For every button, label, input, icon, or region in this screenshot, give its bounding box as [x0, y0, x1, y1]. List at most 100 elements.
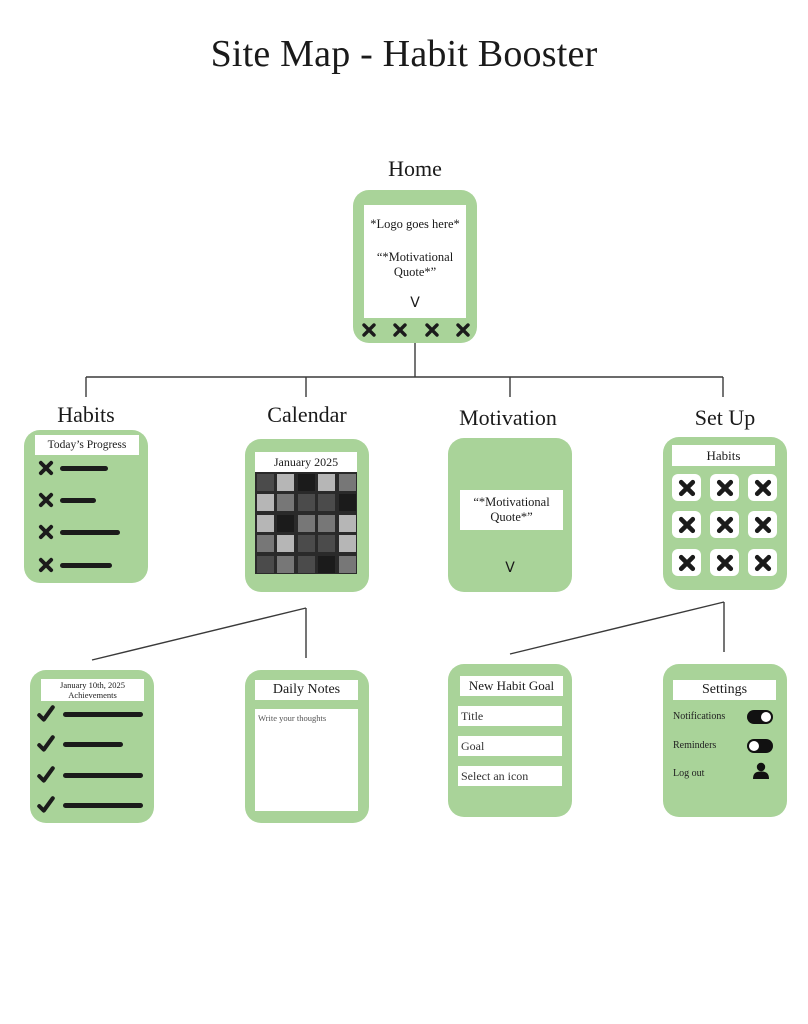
- calendar-day-cell[interactable]: [337, 473, 357, 492]
- new-habit-goal-header: New Habit Goal: [460, 676, 563, 696]
- calendar-grid: [255, 472, 357, 574]
- habit-icon-tile[interactable]: [672, 474, 701, 501]
- screen-settings: Settings Notifications Reminders Log out: [663, 664, 787, 817]
- nav-x-icon[interactable]: [424, 323, 439, 337]
- screen-calendar: January 2025: [245, 439, 369, 592]
- quote-line-1: “*Motivational: [376, 250, 454, 264]
- achievement-bar: [63, 773, 143, 778]
- calendar-day-cell[interactable]: [337, 534, 357, 554]
- habit-icon-tile[interactable]: [710, 549, 739, 576]
- quote-line-1: “*Motivational: [473, 495, 550, 509]
- node-label-motivation: Motivation: [459, 405, 557, 430]
- calendar-day-cell[interactable]: [276, 513, 296, 533]
- calendar-day-cell[interactable]: [337, 554, 357, 574]
- calendar-day-cell[interactable]: [296, 534, 316, 554]
- x-icon: [678, 479, 695, 496]
- screen-home: *Logo goes here* “*Motivational Quote*” …: [353, 190, 477, 343]
- check-icon: [37, 705, 55, 722]
- calendar-day-cell[interactable]: [276, 534, 296, 554]
- notes-textarea[interactable]: Write your thoughts: [255, 709, 358, 811]
- check-icon: [37, 766, 55, 783]
- toggle-knob: [749, 741, 759, 751]
- quote-line-2: Quote*”: [393, 265, 437, 279]
- screen-habits: Today’s Progress: [24, 430, 148, 583]
- motivational-quote: “*Motivational Quote*”: [460, 490, 563, 530]
- habit-progress-bar: [60, 498, 96, 503]
- calendar-day-cell[interactable]: [256, 534, 275, 554]
- habit-icon-tile[interactable]: [748, 474, 777, 501]
- reminders-toggle[interactable]: [747, 739, 773, 753]
- icon-select[interactable]: Select an icon: [458, 766, 562, 786]
- calendar-month: January 2025: [255, 452, 357, 472]
- x-icon: [716, 554, 733, 571]
- x-icon[interactable]: [38, 524, 54, 540]
- goal-input[interactable]: Goal: [458, 736, 562, 756]
- node-label-setup: Set Up: [694, 405, 756, 430]
- calendar-day-cell[interactable]: [276, 554, 296, 574]
- screen-achievements: January 10th, 2025 Achievements: [30, 670, 154, 823]
- habits-header: Today’s Progress: [35, 435, 139, 455]
- calendar-day-cell[interactable]: [276, 493, 296, 513]
- home-panel: *Logo goes here* “*Motivational Quote*” …: [364, 205, 466, 318]
- achievements-date: January 10th, 2025: [60, 680, 125, 690]
- check-icon: [37, 796, 55, 813]
- home-nav-bar: [362, 323, 470, 337]
- x-icon: [754, 479, 771, 496]
- achievements-title: Achievements: [68, 690, 117, 700]
- x-icon: [716, 516, 733, 533]
- calendar-day-cell[interactable]: [337, 513, 357, 533]
- node-label-home: Home: [388, 156, 442, 181]
- calendar-day-cell[interactable]: [317, 513, 337, 533]
- x-icon: [754, 516, 771, 533]
- x-icon[interactable]: [38, 557, 54, 573]
- logout-label[interactable]: Log out: [673, 768, 705, 779]
- x-icon[interactable]: [38, 460, 54, 476]
- calendar-day-cell[interactable]: [296, 513, 316, 533]
- habit-icon-tile[interactable]: [710, 511, 739, 538]
- calendar-day-cell[interactable]: [317, 554, 337, 574]
- reminders-label: Reminders: [673, 740, 717, 751]
- achievement-bar: [63, 742, 123, 747]
- achievement-bar: [63, 803, 143, 808]
- x-icon: [678, 516, 695, 533]
- nav-x-icon[interactable]: [393, 323, 408, 337]
- settings-header: Settings: [673, 680, 776, 700]
- chevron-down-icon[interactable]: V: [505, 560, 515, 576]
- achievement-bar: [63, 712, 143, 717]
- nav-x-icon[interactable]: [362, 323, 376, 337]
- x-icon[interactable]: [38, 492, 54, 508]
- calendar-day-cell[interactable]: [256, 513, 275, 533]
- habit-progress-bar: [60, 466, 108, 471]
- habit-icon-tile[interactable]: [710, 474, 739, 501]
- calendar-day-cell[interactable]: [317, 534, 337, 554]
- notifications-label: Notifications: [673, 711, 726, 722]
- calendar-day-cell[interactable]: [317, 493, 337, 513]
- calendar-day-cell[interactable]: [256, 554, 275, 574]
- calendar-day-cell[interactable]: [337, 493, 357, 513]
- calendar-day-cell[interactable]: [256, 493, 275, 513]
- calendar-day-cell[interactable]: [296, 493, 316, 513]
- habit-icon-tile[interactable]: [672, 549, 701, 576]
- habit-icon-tile[interactable]: [672, 511, 701, 538]
- user-icon[interactable]: [752, 762, 770, 780]
- habit-progress-bar: [60, 563, 112, 568]
- x-icon: [716, 479, 733, 496]
- calendar-day-cell[interactable]: [276, 473, 296, 492]
- calendar-day-cell[interactable]: [256, 473, 275, 492]
- title-input[interactable]: Title: [458, 706, 562, 726]
- calendar-day-cell[interactable]: [296, 554, 316, 574]
- motivational-quote: “*Motivational Quote*”: [364, 250, 466, 280]
- habit-progress-bar: [60, 530, 120, 535]
- calendar-day-cell[interactable]: [296, 473, 316, 492]
- toggle-knob: [761, 712, 771, 722]
- notifications-toggle[interactable]: [747, 710, 773, 724]
- habit-icon-tile[interactable]: [748, 549, 777, 576]
- habit-icon-tile[interactable]: [748, 511, 777, 538]
- achievements-header: January 10th, 2025 Achievements: [41, 679, 144, 701]
- nav-x-icon[interactable]: [456, 323, 470, 337]
- screen-motivation: “*Motivational Quote*” V: [448, 438, 572, 592]
- logo-placeholder: *Logo goes here*: [370, 217, 460, 231]
- x-icon: [678, 554, 695, 571]
- chevron-down-icon[interactable]: V: [410, 295, 420, 311]
- calendar-day-cell[interactable]: [317, 473, 337, 492]
